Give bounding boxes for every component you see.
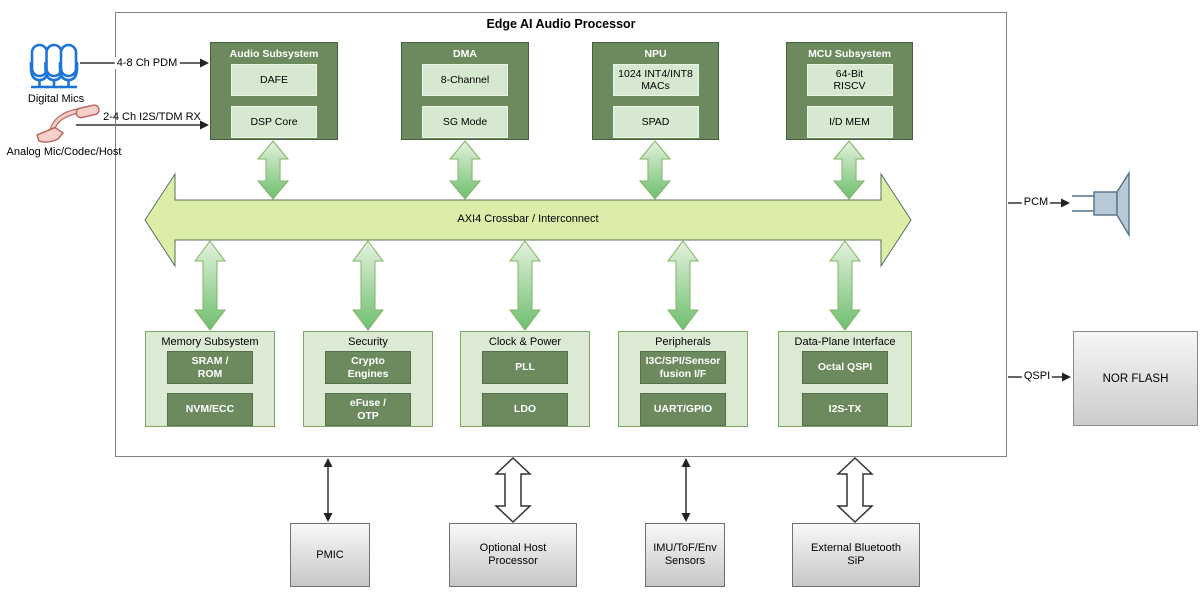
block-title: Data-Plane Interface [794, 336, 896, 348]
pmic-link-arrow [323, 458, 333, 522]
bottom-block-bus-arrows [194, 240, 861, 331]
nvm-ecc-unit: NVM/ECC [167, 393, 253, 426]
dsp-core-unit: DSP Core [231, 106, 317, 138]
pdm-bus-label: 4-8 Ch PDM [114, 57, 180, 69]
periph-bus-arrow [667, 240, 699, 331]
axi-crossbar-arrow [144, 172, 912, 268]
bluetooth-link-arrow [836, 456, 874, 524]
digital-mics-icon [29, 43, 79, 89]
efuse-otp-unit: eFuse / OTP [325, 393, 411, 426]
npu-block: NPU 1024 INT4/INT8 MACs SPAD [592, 42, 719, 140]
peripherals-block: Peripherals I3C/SPI/Sensor fusion I/F UA… [618, 331, 748, 427]
qspi-bus-label: QSPI [1021, 370, 1053, 382]
audio-subsystem-block: Audio Subsystem DAFE DSP Core [210, 42, 338, 140]
mcu-bus-arrow [832, 140, 866, 200]
host-link-arrow [494, 456, 532, 524]
i2s-input-arrow [76, 120, 209, 130]
npu-bus-arrow [638, 140, 672, 200]
nor-flash-box: NOR FLASH [1073, 331, 1198, 426]
block-title: Clock & Power [488, 336, 562, 348]
axi-crossbar-label: AXI4 Crossbar / Interconnect [457, 213, 599, 225]
uart-gpio-unit: UART/GPIO [640, 393, 726, 426]
page-title: Edge AI Audio Processor [486, 17, 636, 31]
block-title: Security [348, 336, 388, 348]
block-title: Peripherals [655, 336, 711, 348]
spad-unit: SPAD [612, 106, 699, 138]
riscv-unit: 64-Bit RISCV [806, 64, 893, 96]
clock-power-block: Clock & Power PLL LDO [460, 331, 590, 427]
sg-mode-unit: SG Mode [422, 106, 508, 138]
block-title: DMA [453, 48, 477, 60]
bluetooth-sip-box: External Bluetooth SiP [792, 523, 920, 587]
i2s-bus-label: 2-4 Ch I2S/TDM RX [103, 111, 201, 123]
dma-block: DMA 8-Channel SG Mode [401, 42, 529, 140]
digital-mics-label: Digital Mics [27, 93, 85, 105]
memory-bus-arrow [194, 240, 226, 331]
octal-qspi-unit: Octal QSPI [802, 351, 888, 384]
pll-unit: PLL [482, 351, 568, 384]
speaker-icon [1072, 170, 1130, 238]
i2s-tx-unit: I2S-TX [802, 393, 888, 426]
block-title: NPU [644, 48, 667, 60]
top-block-bus-arrows [256, 140, 866, 200]
host-processor-box: Optional Host Processor [449, 523, 577, 587]
sensors-link-arrow [681, 458, 691, 522]
security-bus-arrow [352, 240, 384, 331]
block-title: Memory Subsystem [161, 336, 259, 348]
dma-bus-arrow [448, 140, 482, 200]
pcm-bus-label: PCM [1021, 196, 1051, 208]
clock-bus-arrow [509, 240, 541, 331]
block-title: MCU Subsystem [808, 48, 891, 60]
sram-rom-unit: SRAM / ROM [167, 351, 253, 384]
dataplane-bus-arrow [829, 240, 861, 331]
macs-unit: 1024 INT4/INT8 MACs [612, 64, 699, 96]
dafe-unit: DAFE [231, 64, 317, 96]
audio-bus-arrow [256, 140, 290, 200]
dma-channels-unit: 8-Channel [422, 64, 508, 96]
block-title: Audio Subsystem [229, 48, 319, 60]
memory-subsystem-block: Memory Subsystem SRAM / ROM NVM/ECC [145, 331, 275, 427]
dataplane-interface-block: Data-Plane Interface Octal QSPI I2S-TX [778, 331, 912, 427]
ldo-unit: LDO [482, 393, 568, 426]
i3c-spi-sensor-unit: I3C/SPI/Sensor fusion I/F [640, 351, 726, 384]
security-block: Security Crypto Engines eFuse / OTP [303, 331, 433, 427]
sensors-box: IMU/ToF/Env Sensors [645, 523, 725, 587]
mcu-subsystem-block: MCU Subsystem 64-Bit RISCV I/D MEM [786, 42, 913, 140]
pmic-box: PMIC [290, 523, 370, 587]
analog-mic-icon [36, 104, 100, 143]
id-mem-unit: I/D MEM [806, 106, 893, 138]
crypto-engines-unit: Crypto Engines [325, 351, 411, 384]
analog-source-label: Analog Mic/Codec/Host [6, 146, 122, 158]
